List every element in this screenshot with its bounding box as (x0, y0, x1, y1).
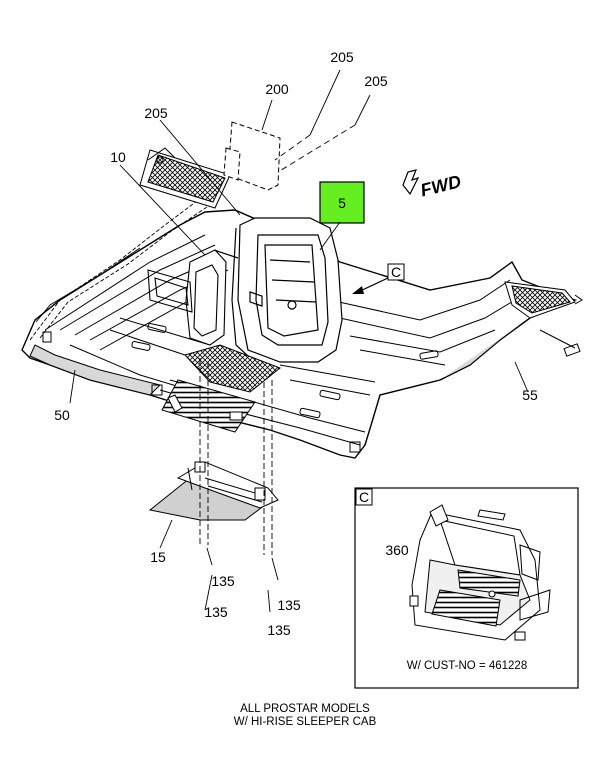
part-5-highlight[interactable] (319, 181, 365, 224)
caption-line-2: W/ HI-RISE SLEEPER CAB (233, 716, 377, 728)
callout-135-d: 135 (267, 622, 291, 638)
callout-205-left: 205 (144, 105, 168, 121)
callout-360: 360 (385, 542, 409, 558)
fwd-arrow-icon (402, 169, 420, 196)
callout-205-top: 205 (330, 49, 354, 65)
right-vent-grille (504, 281, 583, 357)
detail-storage-bin (409, 504, 551, 641)
fwd-label: FWD (418, 171, 463, 200)
callout-55: 55 (522, 387, 538, 403)
callout-15: 15 (150, 549, 166, 565)
detail-view-c-marker: C (355, 488, 373, 506)
left-vent-grille (139, 147, 231, 209)
callout-10: 10 (110, 149, 126, 165)
callout-labels: 205 205 205 200 10 5 50 55 15 135 135 13… (54, 49, 538, 638)
floor-mesh-tray (161, 344, 281, 433)
left-trim-strip (29, 194, 211, 341)
fastener-guide-lines (199, 358, 273, 555)
center-console-frame (213, 217, 343, 363)
callout-205-right: 205 (364, 73, 388, 89)
bin-cover-panel (223, 121, 281, 191)
callout-200: 200 (265, 81, 289, 97)
left-side-bracket (147, 249, 227, 346)
svg-text:C: C (391, 264, 401, 280)
caption-line-1: ALL PROSTAR MODELS (240, 703, 370, 715)
callout-135-a: 135 (211, 573, 235, 589)
svg-text:C: C (359, 489, 369, 505)
detail-note: W/ CUST-NO = 461228 (407, 660, 527, 672)
callout-135-b: 135 (204, 604, 228, 620)
callout-50: 50 (54, 407, 70, 423)
view-c-marker: C (387, 263, 405, 281)
bottom-cover-panel (148, 461, 279, 521)
callout-135-c: 135 (277, 597, 301, 613)
view-c-arrow (352, 277, 389, 294)
callout-5[interactable]: 5 (338, 195, 346, 211)
